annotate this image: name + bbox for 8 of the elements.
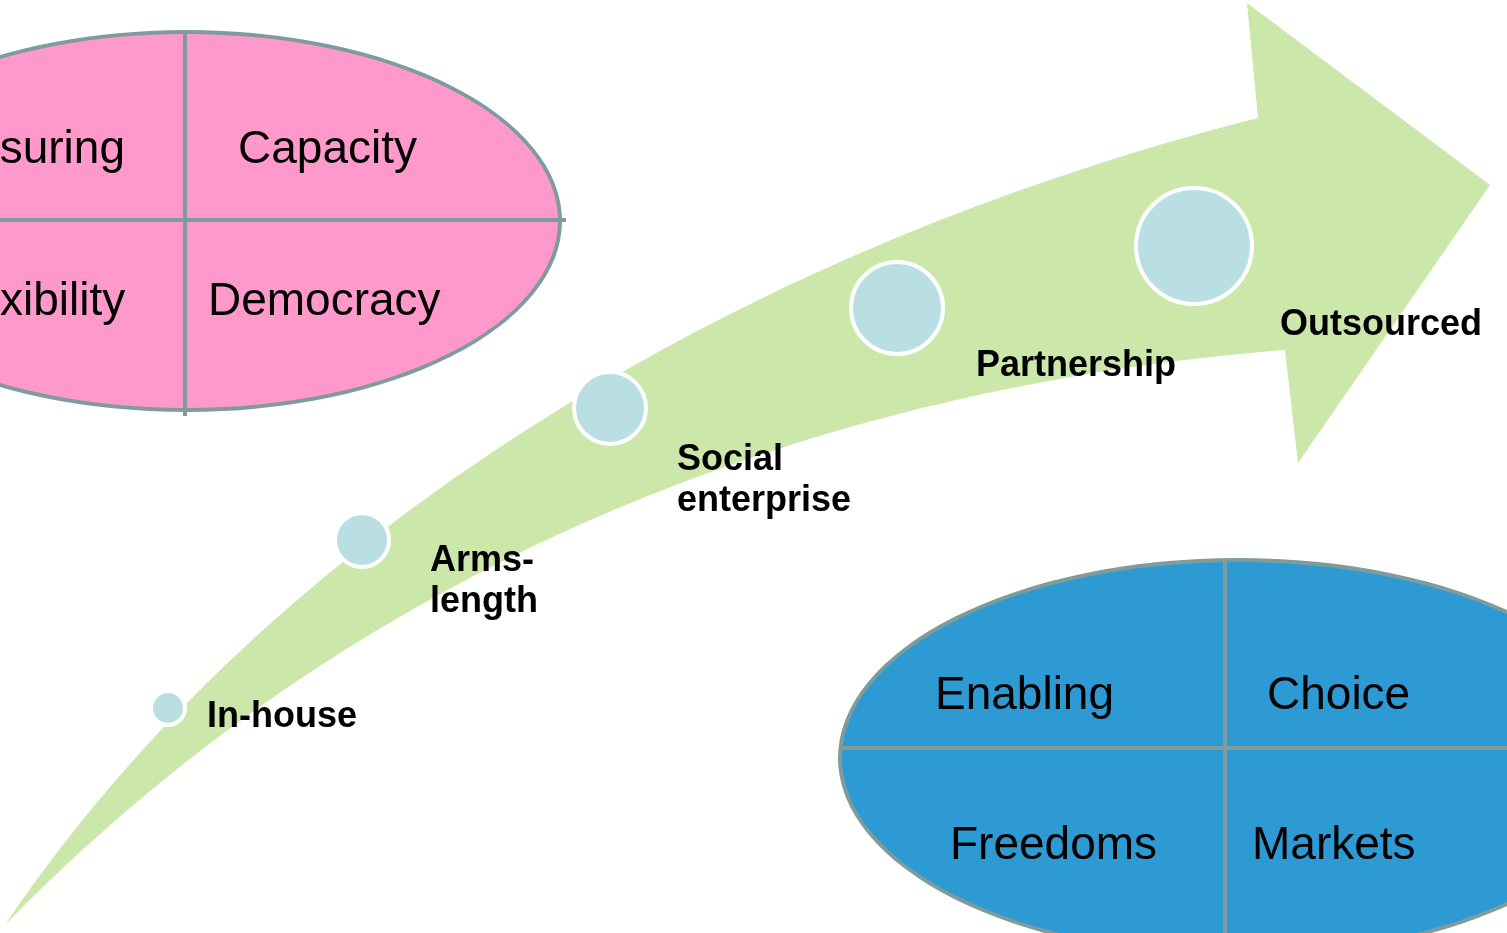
stage-label: In-house — [207, 694, 358, 736]
stage-label: Social enterprise — [677, 437, 853, 520]
stage-label: Outsourced — [1280, 302, 1484, 344]
ellipse-text: Markets — [1252, 820, 1416, 866]
stage-label: Arms- length — [430, 538, 539, 621]
ellipse-text: Choice — [1267, 670, 1411, 716]
stage-label: Partnership — [976, 343, 1178, 385]
ellipse-text: Freedoms — [950, 820, 1158, 866]
